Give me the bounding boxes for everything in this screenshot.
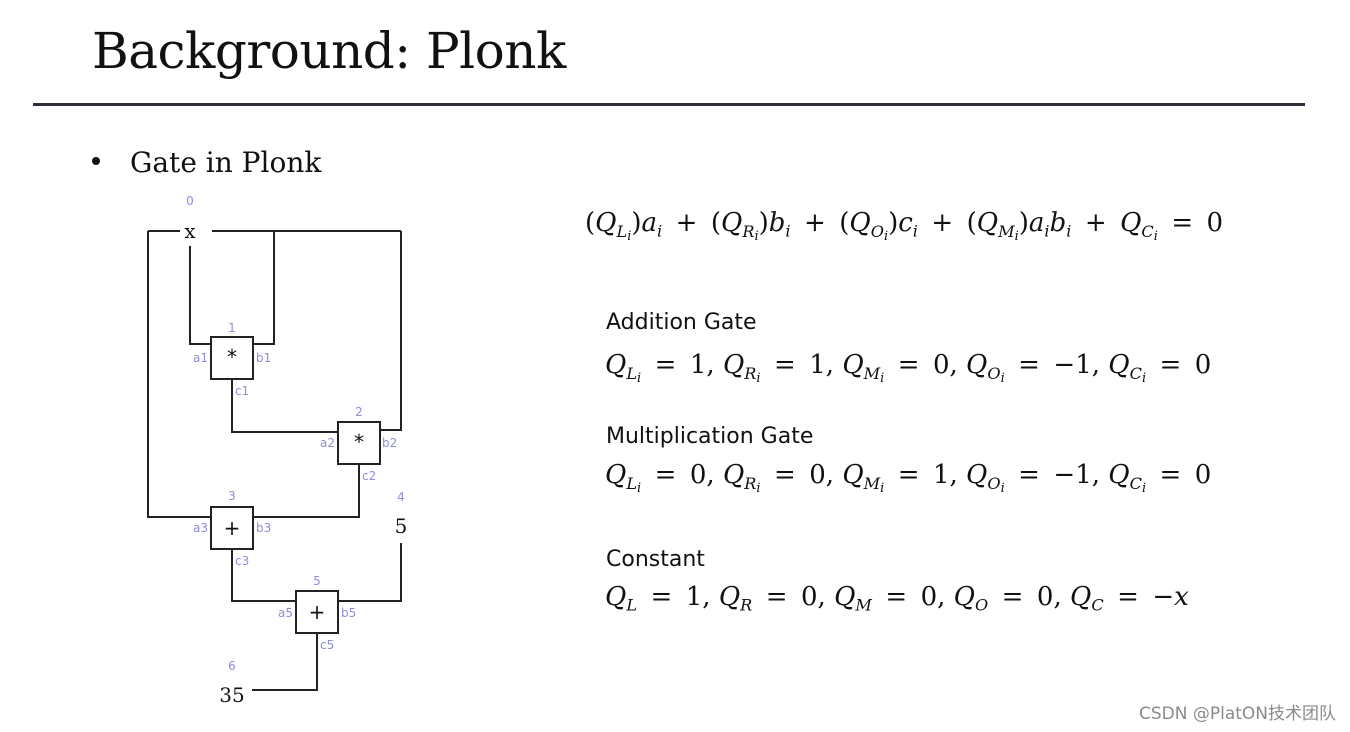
watermark: CSDN @PlatON技术团队: [1138, 704, 1336, 724]
constant-five: 5: [395, 514, 408, 538]
wire: [189, 246, 211, 345]
port-label: a1: [193, 351, 208, 365]
wire: [338, 543, 402, 602]
wire: [147, 231, 211, 518]
gate-box-5: [295, 590, 339, 634]
gate-op-3: +: [224, 516, 241, 540]
gate-op-2: *: [354, 430, 364, 454]
port-label: b5: [341, 606, 356, 620]
addition-gate-equation: QLi = 1, QRi = 1, QMi = 0, QOi = −1, QCi…: [605, 350, 1212, 386]
index-label-6: 6: [228, 659, 236, 673]
index-label-1: 1: [228, 321, 236, 335]
bullet-text: Gate in Plonk: [130, 146, 322, 179]
main-equation: (QLi)ai + (QRi)bi + (QOi)ci + (QMi)aibi …: [585, 208, 1224, 244]
port-label: c3: [235, 554, 249, 568]
addition-gate-title: Addition Gate: [606, 310, 757, 335]
index-label-3: 3: [228, 489, 236, 503]
constant-equation: QL = 1, QR = 0, QM = 0, QO = 0, QC = −x: [605, 582, 1189, 615]
input-x: x: [184, 219, 196, 243]
wire: [380, 231, 402, 431]
port-label: c1: [235, 384, 249, 398]
multiplication-gate-title: Multiplication Gate: [606, 424, 814, 449]
gate-box-1: [210, 336, 254, 380]
port-label: b1: [256, 351, 271, 365]
output-value: 35: [219, 683, 244, 707]
gate-op-1: *: [227, 345, 237, 369]
index-label-0: 0: [186, 194, 194, 208]
wire: [252, 633, 318, 691]
gate-box-3: [210, 506, 254, 550]
port-label: b2: [382, 436, 397, 450]
wire: [231, 549, 296, 602]
constant-title: Constant: [606, 547, 705, 572]
index-label-2: 2: [355, 405, 363, 419]
port-label: a5: [278, 606, 293, 620]
bullet-icon: [92, 157, 100, 165]
port-label: c2: [362, 469, 376, 483]
port-label: c5: [320, 638, 334, 652]
multiplication-gate-equation: QLi = 0, QRi = 0, QMi = 1, QOi = −1, QCi…: [605, 460, 1212, 496]
port-label: a2: [320, 436, 335, 450]
port-label: b3: [256, 521, 271, 535]
wire: [253, 464, 360, 518]
index-label-5: 5: [313, 574, 321, 588]
port-label: a3: [193, 521, 208, 535]
slide-title: Background: Plonk: [92, 22, 566, 80]
gate-op-5: +: [309, 600, 326, 624]
gate-box-2: [337, 421, 381, 465]
wire: [253, 231, 275, 345]
circuit-wires: [147, 230, 402, 691]
title-divider: [33, 103, 1305, 106]
wire: [231, 379, 338, 433]
index-label-4: 4: [397, 490, 405, 504]
